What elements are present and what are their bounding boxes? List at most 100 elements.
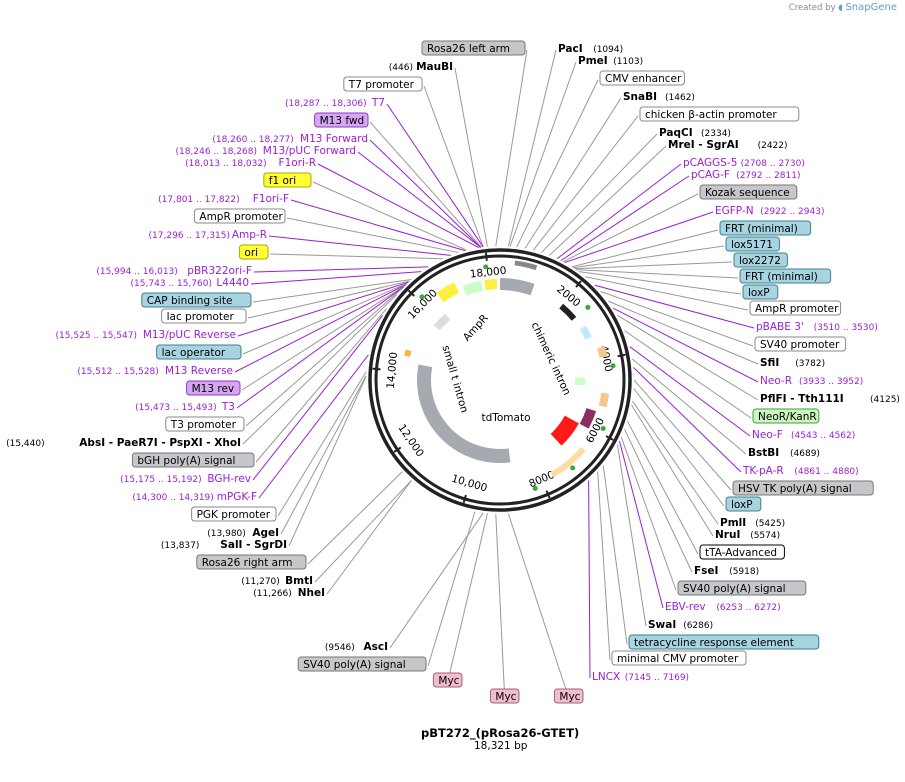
label-text: SV40 promoter [760,339,840,351]
right-label-17: pBABE 3'(3510 .. 3530) [756,321,878,333]
label-position: (6253 .. 6272) [716,603,780,613]
feature-arc [404,349,412,357]
leader-line [571,229,719,268]
left-label-29: SalI - SgrDI(13,837) [161,539,287,551]
label-position: (11,266) [253,589,292,599]
leader-line [575,269,739,279]
leader-line [507,49,557,247]
label-text: LNCX [592,671,620,683]
label-box [725,496,762,512]
direction-arrow-icon [585,304,591,310]
label-text: lox2272 [739,255,781,267]
left-label-9: F1ori-F(17,801 .. 17,822) [158,193,289,205]
right-label-8: pCAG-F(2792 .. 2811) [691,169,800,181]
label-box [639,106,800,122]
left-label-24: bGH poly(A) signal [131,452,255,468]
label-text: pCAGGS-5 [683,157,737,169]
left-label-11: Amp-R(17,296 .. 17,315) [149,229,267,241]
left-label-19: M13 Reverse(15,512 .. 15,528) [77,365,233,377]
right-label-18: SV40 promoter [754,336,847,352]
label-position: (2922 .. 2943) [760,207,824,217]
direction-arrow-icon [419,294,425,300]
leader-line [616,444,647,627]
label-text: Neo-R [760,375,792,387]
leader-line [447,513,488,683]
tick-label: 2000 [554,283,582,309]
label-box [599,70,685,86]
leader-line [631,404,714,537]
left-label-3: T7(18,287 .. 18,306) [285,97,385,109]
inner-feature-label: AmpR [461,312,491,343]
right-label-2: CMV enhancer [599,70,685,86]
feature-arc [484,279,498,291]
leader-line [631,400,719,525]
right-label-32: SV40 poly(A) signal [677,580,807,596]
leader-line [241,285,405,391]
leader-line [312,181,467,251]
label-box [749,300,842,316]
label-text: lox5171 [731,239,773,251]
label-text: FseI [694,565,718,577]
right-label-5: PaqCI(2334) [659,127,731,139]
leader-line [541,133,658,253]
label-position: (1094) [593,45,623,55]
tick-mark [407,289,415,297]
label-text: SnaBI [623,91,657,103]
label-position: (18,260 .. 18,277) [212,135,293,145]
feature-arc [462,280,484,296]
label-position: (11,270) [241,577,280,587]
leader-line [578,271,742,295]
label-text: SfiI [760,357,779,369]
right-label-27: loxP [725,496,762,512]
label-text: BstBI [748,447,779,459]
label-text: AscI [363,641,388,653]
direction-arrow-icon [600,426,606,432]
label-box [156,344,242,360]
leader-line [495,49,528,247]
leader-line [532,115,639,251]
label-text: EBV-rev [665,601,706,613]
leader-line [617,315,759,401]
label-position: (15,512 .. 15,528) [77,367,158,377]
feature-arc [499,278,535,296]
leader-line [314,480,412,583]
label-box [742,284,779,300]
label-text: T7 promoter [348,79,415,91]
leader-line [317,163,480,249]
plasmid-length: 18,321 bp [474,740,528,752]
right-label-0: PacI(1094) [558,43,623,55]
label-text: FRT (minimal) [745,271,818,283]
leader-line [389,512,484,649]
leader-line [237,281,409,337]
label-text: F1ori-F [253,193,289,205]
label-text: Myc [495,691,516,703]
label-text: SalI - SgrDI [220,539,287,551]
snapgene-logo-icon: ◖ [838,3,843,13]
label-box [297,656,427,672]
tick-mark [545,490,551,499]
label-box [165,416,245,432]
leader-line [624,429,693,573]
leader-line [597,471,611,661]
label-position: (4861 .. 4880) [794,467,858,477]
label-text: PmeI [578,55,608,67]
right-label-3: SnaBI(1462) [623,91,695,103]
leader-line [307,471,403,565]
right-label-35: tetracycline response element [628,634,820,650]
left-label-10: AmpR promoter [193,208,286,224]
right-label-21: PflFI - Tth111I(4125) [760,393,900,405]
left-label-6: M13/pUC Forward(18,246 .. 18,268) [176,145,356,157]
label-text: minimal CMV promoter [617,653,739,665]
leader-line [574,261,733,270]
label-box [432,672,463,688]
label-text: NeoR/KanR [758,411,817,423]
label-box [343,76,423,92]
left-label-21: T3(15,473 .. 15,493) [135,401,235,413]
label-text: M13 fwd [320,115,365,127]
label-text: f1 ori [269,175,296,187]
label-text: L4440 [216,277,249,289]
label-text: M13 Forward [300,133,368,145]
left-label-0: Rosa26 left arm [421,40,526,56]
tick-label: 18,000 [469,265,507,281]
